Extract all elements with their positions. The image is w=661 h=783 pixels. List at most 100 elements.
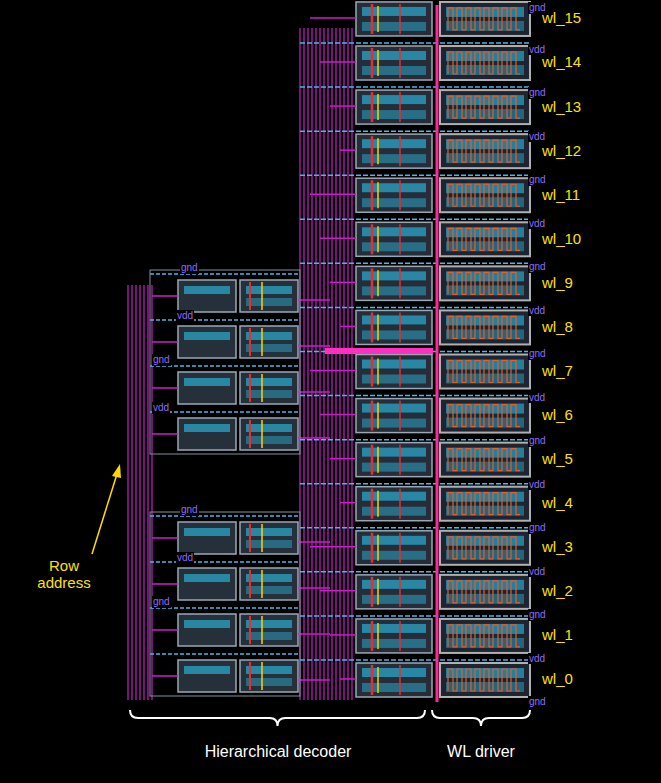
power-rail: [300, 527, 530, 529]
enable-bar: [325, 348, 433, 354]
predecoder-cell: [240, 372, 298, 404]
poly-gate: [249, 616, 251, 644]
address-bus-line: [131, 285, 132, 700]
power-rail: [300, 659, 530, 661]
contact: [377, 226, 379, 252]
diffusion: [246, 574, 292, 582]
driver-fingers: [448, 52, 520, 74]
wl-driver-cell: [440, 310, 530, 344]
power-pin-label: gnd: [528, 2, 547, 14]
wl-driver-cell: [440, 531, 530, 565]
diffusion: [246, 586, 292, 594]
section-label: Hierarchical decoder: [205, 743, 352, 761]
contact: [377, 94, 379, 120]
decoder-cell: [356, 222, 432, 256]
wl-driver-cell: [440, 355, 530, 389]
address-wire: [340, 678, 356, 680]
contact: [377, 270, 379, 296]
diffusion: [246, 344, 292, 352]
power-pin-label: vdd: [528, 479, 546, 491]
address-wire: [320, 590, 356, 592]
wordline-label: wl_3: [542, 538, 573, 555]
arrowhead: [112, 464, 121, 478]
poly-gate: [371, 445, 374, 475]
power-pin-label: vdd: [528, 653, 546, 665]
address-wire: [330, 282, 356, 284]
poly-gate: [249, 524, 251, 552]
brace: [130, 710, 425, 726]
diffusion: [446, 285, 524, 295]
diffusion: [246, 528, 292, 536]
driver-fingers: [448, 184, 520, 206]
driver-fingers: [448, 316, 520, 338]
poly-gate: [371, 577, 374, 607]
power-pin-label: gnd: [152, 596, 171, 608]
diffusion: [246, 332, 292, 340]
address-bus-line: [351, 28, 352, 700]
poly-gate: [371, 180, 374, 210]
power-pin-label: vdd: [528, 131, 546, 143]
wordline-label: wl_13: [542, 98, 581, 115]
address-bus-line: [139, 285, 140, 700]
power-pin-label: gnd: [528, 522, 547, 534]
power-pin-label: gnd: [528, 435, 547, 447]
address-wire: [152, 387, 178, 389]
diffusion: [246, 666, 292, 674]
power-rail: [300, 42, 530, 44]
power-rail: [150, 365, 300, 367]
diffusion: [246, 678, 292, 686]
power-rail: [150, 515, 300, 517]
wordline-label: wl_5: [542, 450, 573, 467]
address-wire: [298, 299, 330, 301]
address-wire: [298, 391, 330, 393]
address-wire: [152, 341, 178, 343]
diffusion: [246, 286, 292, 294]
diffusion: [446, 462, 524, 472]
decoder-cell: [356, 487, 432, 521]
poly-gate: [399, 445, 401, 475]
predecoder-cell: [178, 568, 236, 600]
wl-driver-cell: [440, 178, 530, 212]
address-wire: [310, 17, 356, 19]
poly-gate: [249, 282, 251, 310]
poly-gate: [371, 136, 374, 166]
address-bus-line: [315, 28, 316, 700]
poly-gate: [371, 224, 374, 254]
power-pin-label: vdd: [528, 44, 546, 56]
diffusion: [446, 638, 524, 648]
poly-gate: [399, 401, 401, 431]
wordline-enable-rail: [436, 5, 439, 702]
address-wire: [320, 61, 356, 63]
wordline-label: wl_0: [542, 670, 573, 687]
power-pin-label: gnd: [528, 174, 547, 186]
address-bus-line: [143, 285, 144, 700]
contact: [261, 616, 263, 644]
wl-driver-cell: [440, 134, 530, 168]
diffusion: [246, 378, 292, 386]
decoder-cell: [356, 46, 432, 80]
wordline-label: wl_11: [542, 186, 580, 203]
diffusion: [446, 418, 524, 428]
diffusion: [446, 374, 524, 384]
poly-gate: [399, 533, 401, 563]
poly-gate: [399, 312, 401, 342]
address-wire: [298, 633, 330, 635]
power-rail: [150, 319, 300, 321]
diffusion: [184, 666, 230, 674]
contact: [377, 623, 379, 649]
decoder-cell: [356, 399, 432, 433]
driver-fingers: [448, 96, 520, 118]
poly-gate: [399, 577, 401, 607]
contact: [377, 491, 379, 517]
address-wire: [340, 149, 356, 151]
address-bus-line: [327, 28, 328, 700]
power-rail: [300, 439, 530, 441]
driver-fingers: [448, 449, 520, 471]
wl-driver-cell: [440, 2, 530, 36]
diffusion: [446, 21, 524, 31]
contact: [261, 662, 263, 690]
predecoder-cell: [178, 418, 236, 450]
predecoder-cell: [240, 280, 298, 312]
decoder-cell: [356, 575, 432, 609]
power-rail: [300, 86, 530, 88]
